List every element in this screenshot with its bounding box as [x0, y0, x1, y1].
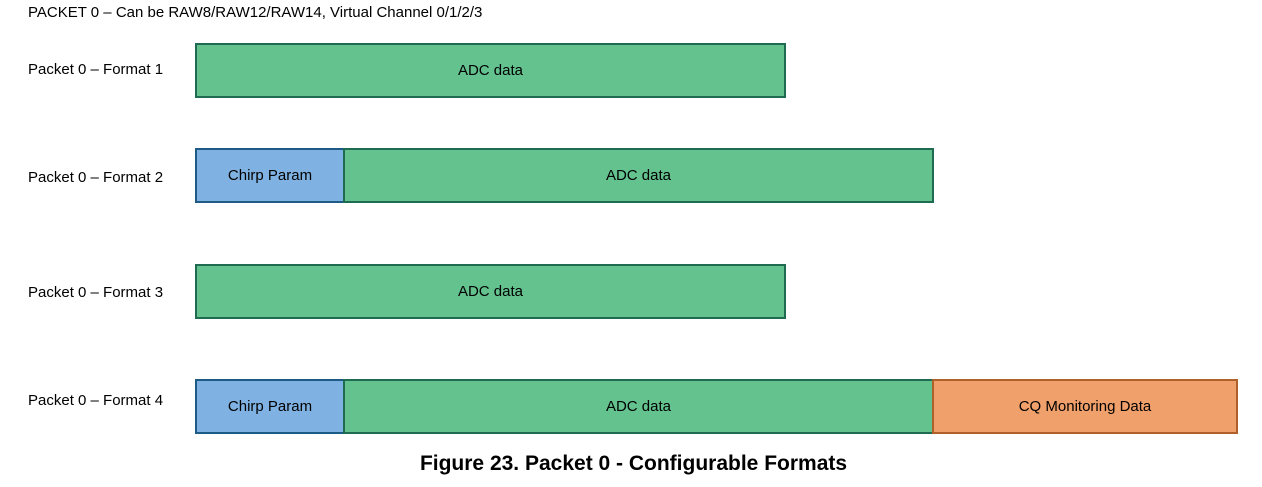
- row-label-format-2: Packet 0 – Format 2: [28, 169, 164, 186]
- chirp-param-block: Chirp Param: [195, 148, 345, 203]
- row-label-format-3: Packet 0 – Format 3: [28, 284, 164, 301]
- adc-data-block: ADC data: [195, 264, 786, 319]
- chirp-param-block: Chirp Param: [195, 379, 345, 434]
- cq-monitoring-data-block: CQ Monitoring Data: [932, 379, 1238, 434]
- row-label-format-1: Packet 0 – Format 1: [28, 61, 164, 78]
- adc-data-block: ADC data: [195, 43, 786, 98]
- adc-data-block: ADC data: [343, 148, 934, 203]
- row-label-format-4: Packet 0 – Format 4: [28, 392, 164, 409]
- figure-caption: Figure 23. Packet 0 - Configurable Forma…: [419, 452, 848, 475]
- adc-data-block: ADC data: [343, 379, 934, 434]
- header-text: PACKET 0 – Can be RAW8/RAW12/RAW14, Virt…: [28, 4, 483, 21]
